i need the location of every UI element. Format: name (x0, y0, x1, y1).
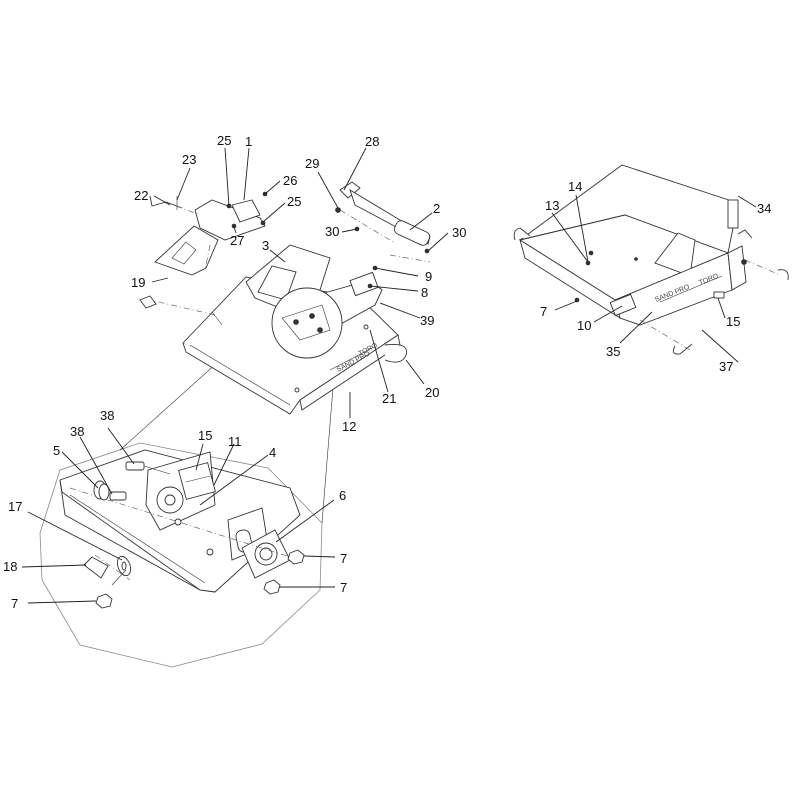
callout-29: 29 (305, 156, 319, 171)
callout-12: 12 (342, 419, 356, 434)
callout-9: 9 (425, 269, 432, 284)
callout-35: 35 (606, 344, 620, 359)
leader-lines (21, 147, 757, 604)
callout-20: 20 (425, 385, 439, 400)
callout-11: 11 (228, 434, 242, 449)
callout-7d: 7 (540, 304, 547, 319)
lift-arm-assembly (335, 181, 431, 289)
detail-enlargement (39, 309, 339, 668)
callout-19: 19 (131, 275, 145, 290)
callout-37: 37 (719, 359, 733, 374)
callout-labels: 25 1 23 22 26 25 27 3 19 28 29 2 30 30 9… (3, 133, 771, 611)
callout-15a: 15 (198, 428, 212, 443)
callout-21: 21 (382, 391, 396, 406)
scoop-assembly: SAND PRO TORO (513, 164, 789, 355)
magnifier-circle (271, 287, 343, 359)
bolt-38a (125, 461, 171, 475)
callout-34: 34 (757, 201, 771, 216)
hopper-assembly: SAND PRO TORO (139, 244, 407, 415)
callout-22: 22 (134, 188, 148, 203)
callout-23: 23 (182, 152, 196, 167)
nut-7a (287, 549, 305, 565)
nut-7c (95, 593, 113, 609)
callout-39: 39 (420, 313, 434, 328)
callout-30a: 30 (325, 224, 339, 239)
callout-8: 8 (421, 285, 428, 300)
callout-5: 5 (53, 443, 60, 458)
callout-26: 26 (283, 173, 297, 188)
callout-27: 27 (230, 233, 244, 248)
callout-7a: 7 (340, 551, 347, 566)
callout-38a: 38 (100, 408, 114, 423)
callout-7b: 7 (340, 580, 347, 595)
callout-28: 28 (365, 134, 379, 149)
callout-30b: 30 (452, 225, 466, 240)
bolt-38b (109, 491, 127, 501)
callout-25a: 25 (217, 133, 231, 148)
callout-14: 14 (568, 179, 582, 194)
callout-1: 1 (245, 134, 252, 149)
callout-13: 13 (545, 198, 559, 213)
callout-7c: 7 (11, 596, 18, 611)
handle-bracket-assembly (149, 191, 268, 276)
callout-18: 18 (3, 559, 17, 574)
callout-17: 17 (8, 499, 22, 514)
callout-2: 2 (433, 201, 440, 216)
callout-10: 10 (577, 318, 591, 333)
callout-4: 4 (269, 445, 276, 460)
callout-15b: 15 (726, 314, 740, 329)
callout-6: 6 (339, 488, 346, 503)
callout-38b: 38 (70, 424, 84, 439)
nut-7b (263, 579, 281, 595)
callout-25b: 25 (287, 194, 301, 209)
callout-3: 3 (262, 238, 269, 253)
